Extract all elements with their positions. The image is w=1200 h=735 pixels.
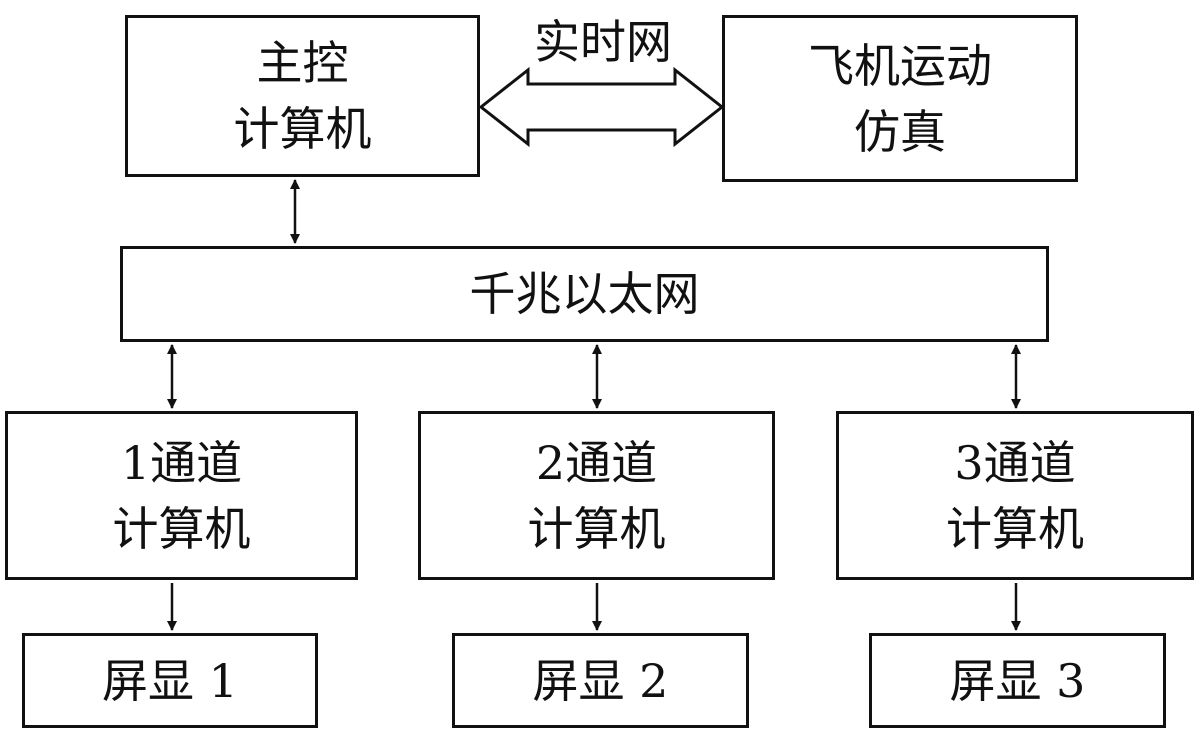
channel2-line1: 2通道 — [535, 435, 658, 490]
gigabit-ethernet-box: 千兆以太网 — [120, 246, 1049, 342]
screen1-label: 屏显 1 — [102, 653, 238, 708]
channel3-line2: 计算机 — [946, 501, 1084, 556]
flight-motion-sim-box: 飞机运动 仿真 — [722, 15, 1078, 182]
channel3-line1: 3通道 — [954, 435, 1076, 490]
realtime-double-arrow — [478, 66, 725, 148]
channel1-line2: 计算机 — [112, 501, 251, 556]
channel2-computer-box: 2通道 计算机 — [418, 411, 775, 580]
main-control-line1: 主控 — [256, 36, 349, 90]
channel2-line2: 计算机 — [527, 501, 666, 556]
screen2-label: 屏显 2 — [532, 653, 669, 708]
screen3-box: 屏显 3 — [869, 633, 1166, 728]
screen2-box: 屏显 2 — [452, 633, 749, 728]
channel1-computer-box: 1通道 计算机 — [5, 411, 358, 580]
screen1-box: 屏显 1 — [22, 633, 318, 728]
ethernet-label: 千兆以太网 — [469, 267, 700, 321]
realtime-net-label: 实时网 — [534, 15, 672, 69]
channel1-line1: 1通道 — [120, 435, 243, 490]
main-control-computer-box: 主控 计算机 — [125, 15, 480, 177]
flight-sim-line2: 仿真 — [854, 104, 946, 159]
flight-sim-line1: 飞机运动 — [808, 38, 992, 93]
channel3-computer-box: 3通道 计算机 — [836, 411, 1194, 580]
main-control-line2: 计算机 — [233, 102, 372, 156]
screen3-label: 屏显 3 — [949, 653, 1086, 708]
